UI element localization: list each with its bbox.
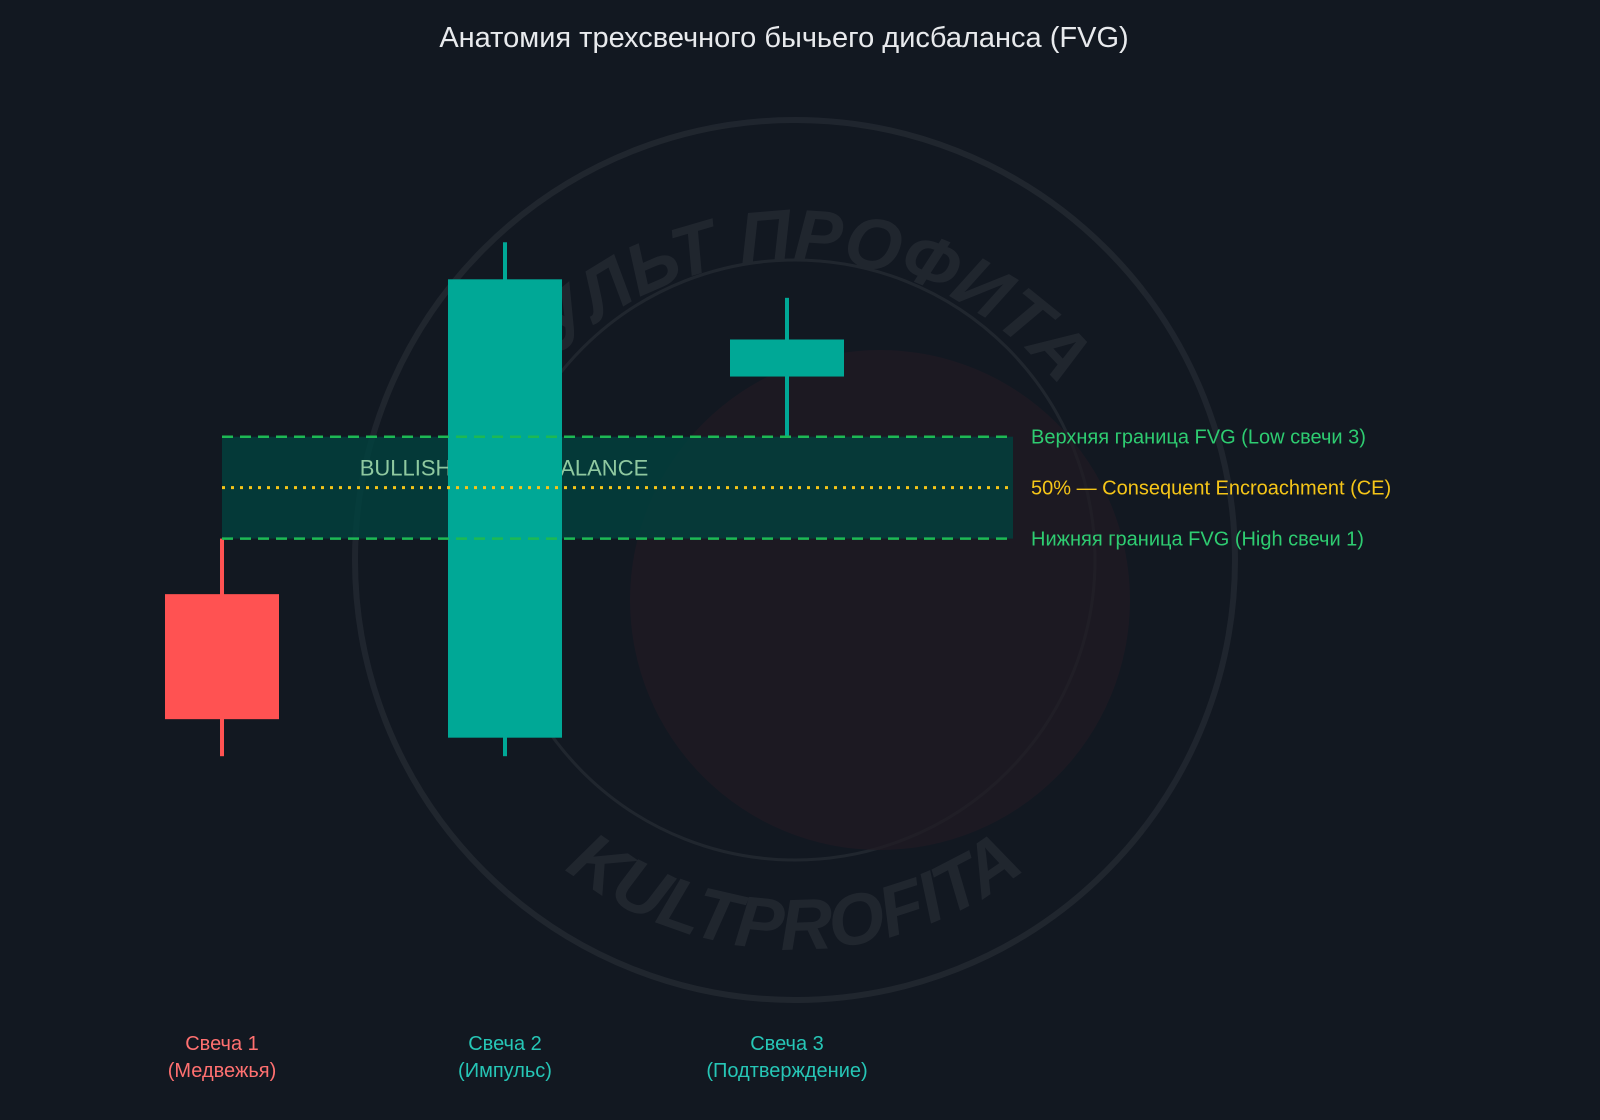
candle-3-name: Свеча 3 (750, 1033, 824, 1055)
fvg-lower-label: Нижняя граница FVG (High свечи 1) (1031, 529, 1364, 551)
candle-2-caption: (Импульс) (458, 1060, 552, 1082)
candle-2-name: Свеча 2 (468, 1033, 542, 1055)
watermark-text-bottom: KULTPROFITA (555, 817, 1035, 966)
candle-1-caption: (Медвежья) (168, 1060, 277, 1082)
candles-group (165, 242, 844, 757)
candle-1-name: Свеча 1 (185, 1033, 259, 1055)
fvg-upper-label: Верхняя граница FVG (Low свечи 3) (1031, 427, 1366, 449)
candle-3-body (730, 339, 844, 377)
watermark-bear-half (630, 350, 1130, 850)
chart-title: Анатомия трехсвечного бычьего дисбаланса… (439, 22, 1128, 54)
candle-1-body (165, 594, 279, 720)
watermark-ring-outer (352, 117, 1238, 1003)
candle-captions: Свеча 1 (Медвежья) Свеча 2 (Импульс) Свеча 3… (168, 1033, 868, 1082)
candle-3-caption: (Подтверждение) (706, 1060, 867, 1082)
candle-2-body (448, 279, 562, 738)
fvg-ce-label: 50% — Consequent Encroachment (CE) (1031, 478, 1391, 500)
